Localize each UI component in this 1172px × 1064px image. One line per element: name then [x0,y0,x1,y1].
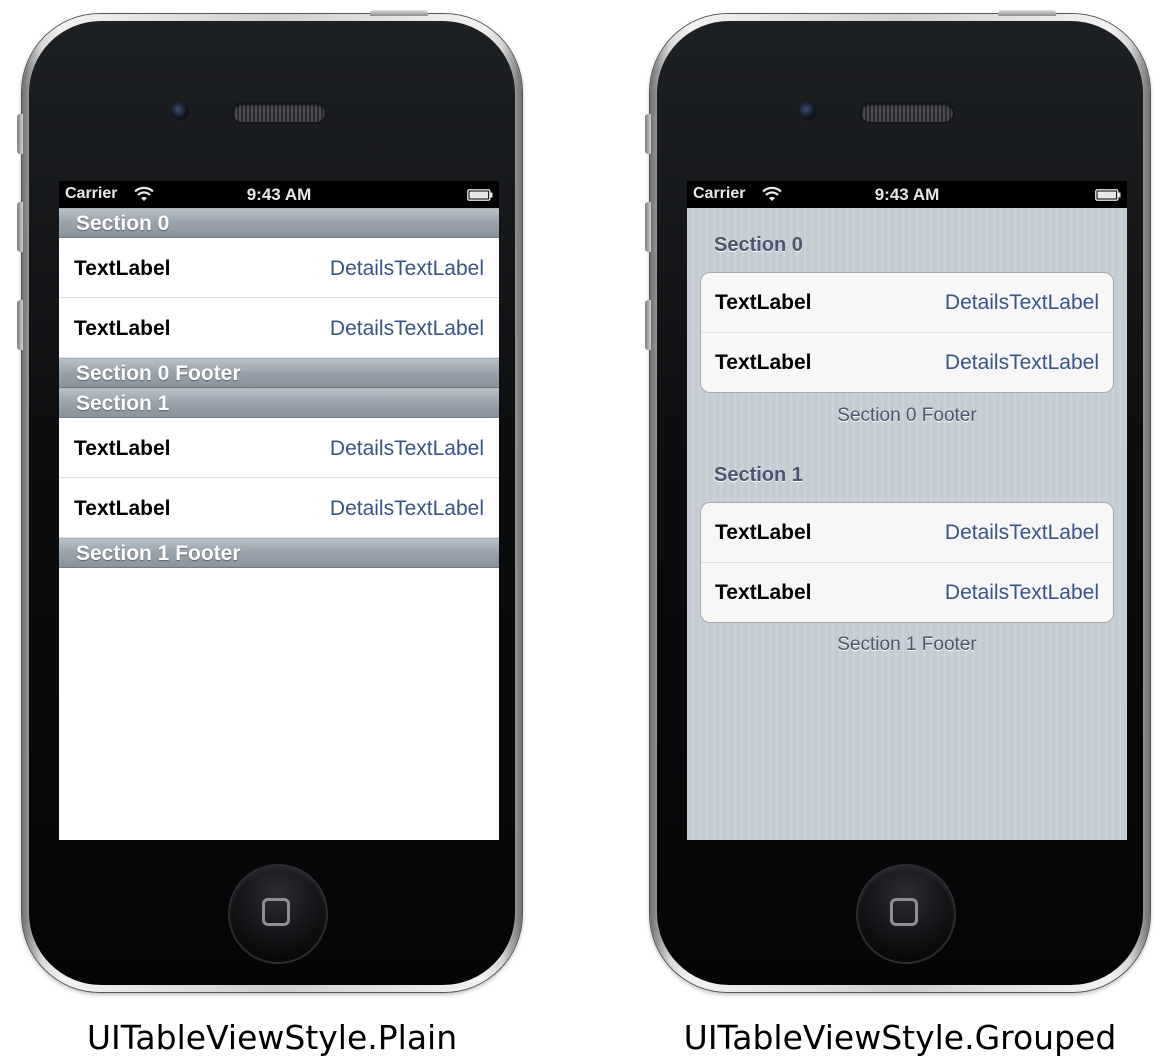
section-header: Section 0 [714,234,803,256]
battery-icon [467,189,493,201]
volume-up-button [645,202,651,252]
section-header: Section 0 [59,208,499,238]
wifi-icon [762,186,782,201]
screen-grouped: Carrier 9:43 AM Section 0 TextLabel [687,181,1127,840]
row-detail-label: DetailsTextLabel [944,291,1099,314]
table-row[interactable]: TextLabel DetailsTextLabel [59,238,499,298]
row-text-label: TextLabel [715,351,812,374]
wifi-icon [134,186,154,201]
table-group: TextLabel DetailsTextLabel TextLabel Det… [700,272,1114,393]
row-text-label: TextLabel [74,437,171,460]
section-footer: Section 0 Footer [59,358,499,388]
caption-grouped: UITableViewStyle.Grouped [683,1018,1117,1057]
volume-down-button [645,300,651,350]
table-view-grouped[interactable]: Section 0 TextLabel DetailsTextLabel Tex… [687,208,1127,840]
table-row[interactable]: TextLabel DetailsTextLabel [701,273,1113,333]
sleep-button [998,10,1056,16]
table-row[interactable]: TextLabel DetailsTextLabel [59,418,499,478]
speaker-grille [233,104,325,122]
table-row[interactable]: TextLabel DetailsTextLabel [701,503,1113,563]
battery-icon [1095,189,1121,201]
row-detail-label: DetailsTextLabel [944,521,1099,544]
row-text-label: TextLabel [715,521,812,544]
home-button[interactable] [230,866,326,962]
row-text-label: TextLabel [74,497,171,520]
caption-plain: UITableViewStyle.Plain [86,1018,458,1057]
row-text-label: TextLabel [74,317,171,340]
home-square-icon [890,898,918,926]
camera-icon [171,102,189,120]
row-text-label: TextLabel [715,291,812,314]
section-header: Section 1 [714,464,803,486]
mute-switch [645,114,651,154]
row-detail-label: DetailsTextLabel [944,581,1099,604]
row-detail-label: DetailsTextLabel [944,351,1099,374]
section-header: Section 1 [59,388,499,418]
phone-bezel: Carrier 9:43 AM Section 0 TextLabel [657,21,1143,985]
iphone-plain: Carrier 9:43 AM Section 0 TextLabel De [17,10,522,992]
status-bar: Carrier 9:43 AM [59,181,499,208]
row-detail-label: DetailsTextLabel [329,257,484,280]
screen-plain: Carrier 9:43 AM Section 0 TextLabel De [59,181,499,840]
row-text-label: TextLabel [715,581,812,604]
speaker-grille [861,104,953,122]
table-row[interactable]: TextLabel DetailsTextLabel [59,478,499,538]
table-row[interactable]: TextLabel DetailsTextLabel [701,333,1113,392]
table-view-plain[interactable]: Section 0 TextLabel DetailsTextLabel Tex… [59,208,499,840]
status-time: 9:43 AM [874,185,940,204]
volume-down-button [17,300,23,350]
status-bar: Carrier 9:43 AM [687,181,1127,208]
section-footer: Section 1 Footer [837,634,977,655]
row-detail-label: DetailsTextLabel [329,317,484,340]
carrier-label: Carrier [65,185,118,202]
mute-switch [17,114,23,154]
volume-up-button [17,202,23,252]
iphone-grouped: Carrier 9:43 AM Section 0 TextLabel [645,10,1150,992]
home-button[interactable] [858,866,954,962]
home-square-icon [262,898,290,926]
camera-icon [799,102,817,120]
carrier-label: Carrier [693,185,746,202]
row-detail-label: DetailsTextLabel [329,437,484,460]
row-text-label: TextLabel [74,257,171,280]
table-row[interactable]: TextLabel DetailsTextLabel [59,298,499,358]
section-footer: Section 0 Footer [837,405,977,426]
sleep-button [370,10,428,16]
status-time: 9:43 AM [246,185,312,204]
row-detail-label: DetailsTextLabel [329,497,484,520]
table-group: TextLabel DetailsTextLabel TextLabel Det… [700,502,1114,623]
section-footer: Section 1 Footer [59,538,499,568]
phone-bezel: Carrier 9:43 AM Section 0 TextLabel De [29,21,515,985]
table-row[interactable]: TextLabel DetailsTextLabel [701,563,1113,622]
